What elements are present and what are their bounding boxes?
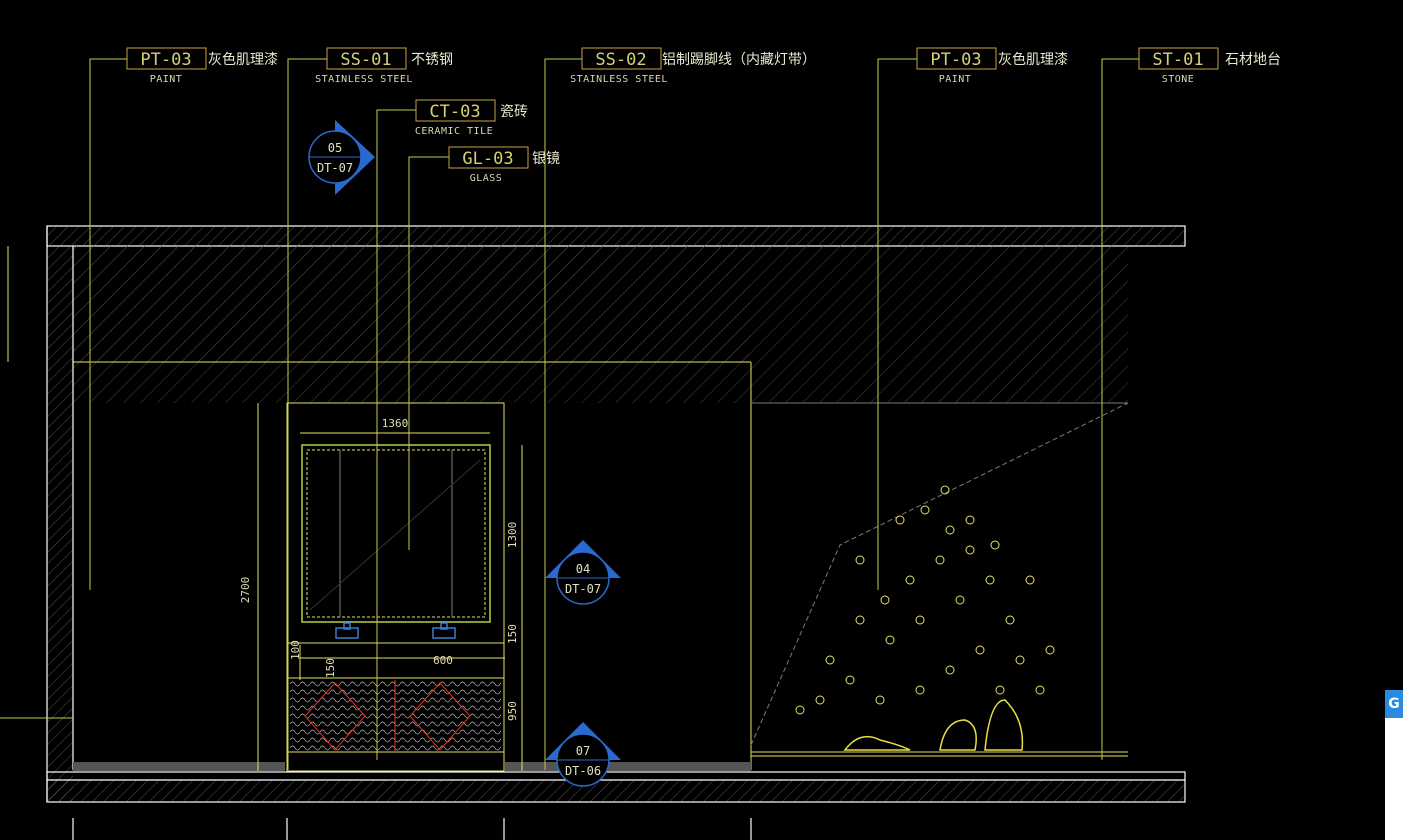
svg-text:GL-03: GL-03 (462, 149, 513, 169)
dim-600-label: 600 (433, 654, 453, 667)
material-tag-ct03[interactable]: CT-03 瓷砖 CERAMIC TILE (415, 99, 528, 137)
svg-text:STAINLESS STEEL: STAINLESS STEEL (315, 74, 413, 85)
door-panel-right-diamond (409, 682, 471, 751)
stone-landscape (750, 402, 1129, 757)
svg-text:CERAMIC TILE: CERAMIC TILE (415, 126, 493, 137)
dimension-lines (7, 246, 523, 771)
material-tag-ss02[interactable]: SS-02 铝制踢脚线（内藏灯带） STAINLESS STEEL (570, 47, 816, 85)
dim-100-label: 100 (289, 640, 302, 660)
detail-marker-05[interactable]: 05 DT-07 (308, 120, 375, 195)
door-panel-left-diamond (304, 682, 366, 751)
side-panel-tab[interactable]: G (1385, 690, 1403, 840)
floor-slab (46, 762, 1186, 803)
vanity-elevation (286, 402, 505, 772)
dim-150-left-label: 150 (324, 658, 337, 678)
svg-text:04: 04 (576, 562, 590, 576)
svg-text:石材地台: 石材地台 (1225, 52, 1281, 68)
svg-text:DT-07: DT-07 (317, 161, 353, 175)
dim-1300-label: 1300 (506, 522, 519, 549)
dim-950-label: 950 (506, 701, 519, 721)
detail-marker-07[interactable]: 07 DT-06 (545, 722, 621, 787)
svg-text:CT-03: CT-03 (429, 102, 480, 122)
svg-text:GLASS: GLASS (470, 173, 503, 184)
svg-text:DT-06: DT-06 (565, 764, 601, 778)
material-tag-pt03-right[interactable]: PT-03 灰色肌理漆 PAINT (916, 47, 1068, 85)
dim-1360-label: 1360 (382, 417, 409, 430)
svg-text:铝制踢脚线（内藏灯带）: 铝制踢脚线（内藏灯带） (662, 52, 816, 68)
material-tag-ss01[interactable]: SS-01 不锈钢 STAINLESS STEEL (315, 47, 453, 85)
svg-text:不锈钢: 不锈钢 (411, 52, 453, 68)
faucet-right-icon (432, 622, 456, 639)
material-tag-pt03-left[interactable]: PT-03 灰色肌理漆 PAINT (126, 47, 278, 85)
svg-text:PAINT: PAINT (150, 74, 183, 85)
dim-850-label: 850 (0, 294, 3, 314)
dim-150-right-label: 150 (506, 624, 519, 644)
svg-text:PT-03: PT-03 (140, 50, 191, 70)
svg-text:SS-02: SS-02 (595, 50, 646, 70)
left-wall (46, 226, 74, 802)
svg-text:DT-07: DT-07 (565, 582, 601, 596)
ceiling-hatch-region (73, 246, 1128, 770)
svg-text:PAINT: PAINT (939, 74, 972, 85)
svg-text:07: 07 (576, 744, 590, 758)
svg-text:瓷砖: 瓷砖 (500, 104, 528, 120)
material-tag-gl03[interactable]: GL-03 银镜 GLASS (448, 146, 560, 184)
svg-text:STAINLESS STEEL: STAINLESS STEEL (570, 74, 668, 85)
svg-text:SS-01: SS-01 (340, 50, 391, 70)
bottom-extension-lines (72, 818, 752, 840)
ceiling-slab (46, 225, 1186, 247)
side-panel-g-icon[interactable]: G (1385, 690, 1403, 718)
svg-text:灰色肌理漆: 灰色肌理漆 (998, 51, 1068, 68)
svg-text:银镜: 银镜 (532, 151, 560, 167)
faucet-left-icon (335, 622, 359, 639)
detail-marker-04[interactable]: 04 DT-07 (545, 540, 621, 605)
svg-text:05: 05 (328, 141, 342, 155)
leader-lines (0, 58, 1139, 770)
dim-2700-label: 2700 (239, 577, 252, 604)
svg-text:PT-03: PT-03 (930, 50, 981, 70)
svg-text:灰色肌理漆: 灰色肌理漆 (208, 51, 278, 68)
material-tag-st01[interactable]: ST-01 石材地台 STONE (1138, 47, 1281, 85)
svg-text:STONE: STONE (1162, 74, 1195, 85)
svg-text:ST-01: ST-01 (1152, 50, 1203, 70)
